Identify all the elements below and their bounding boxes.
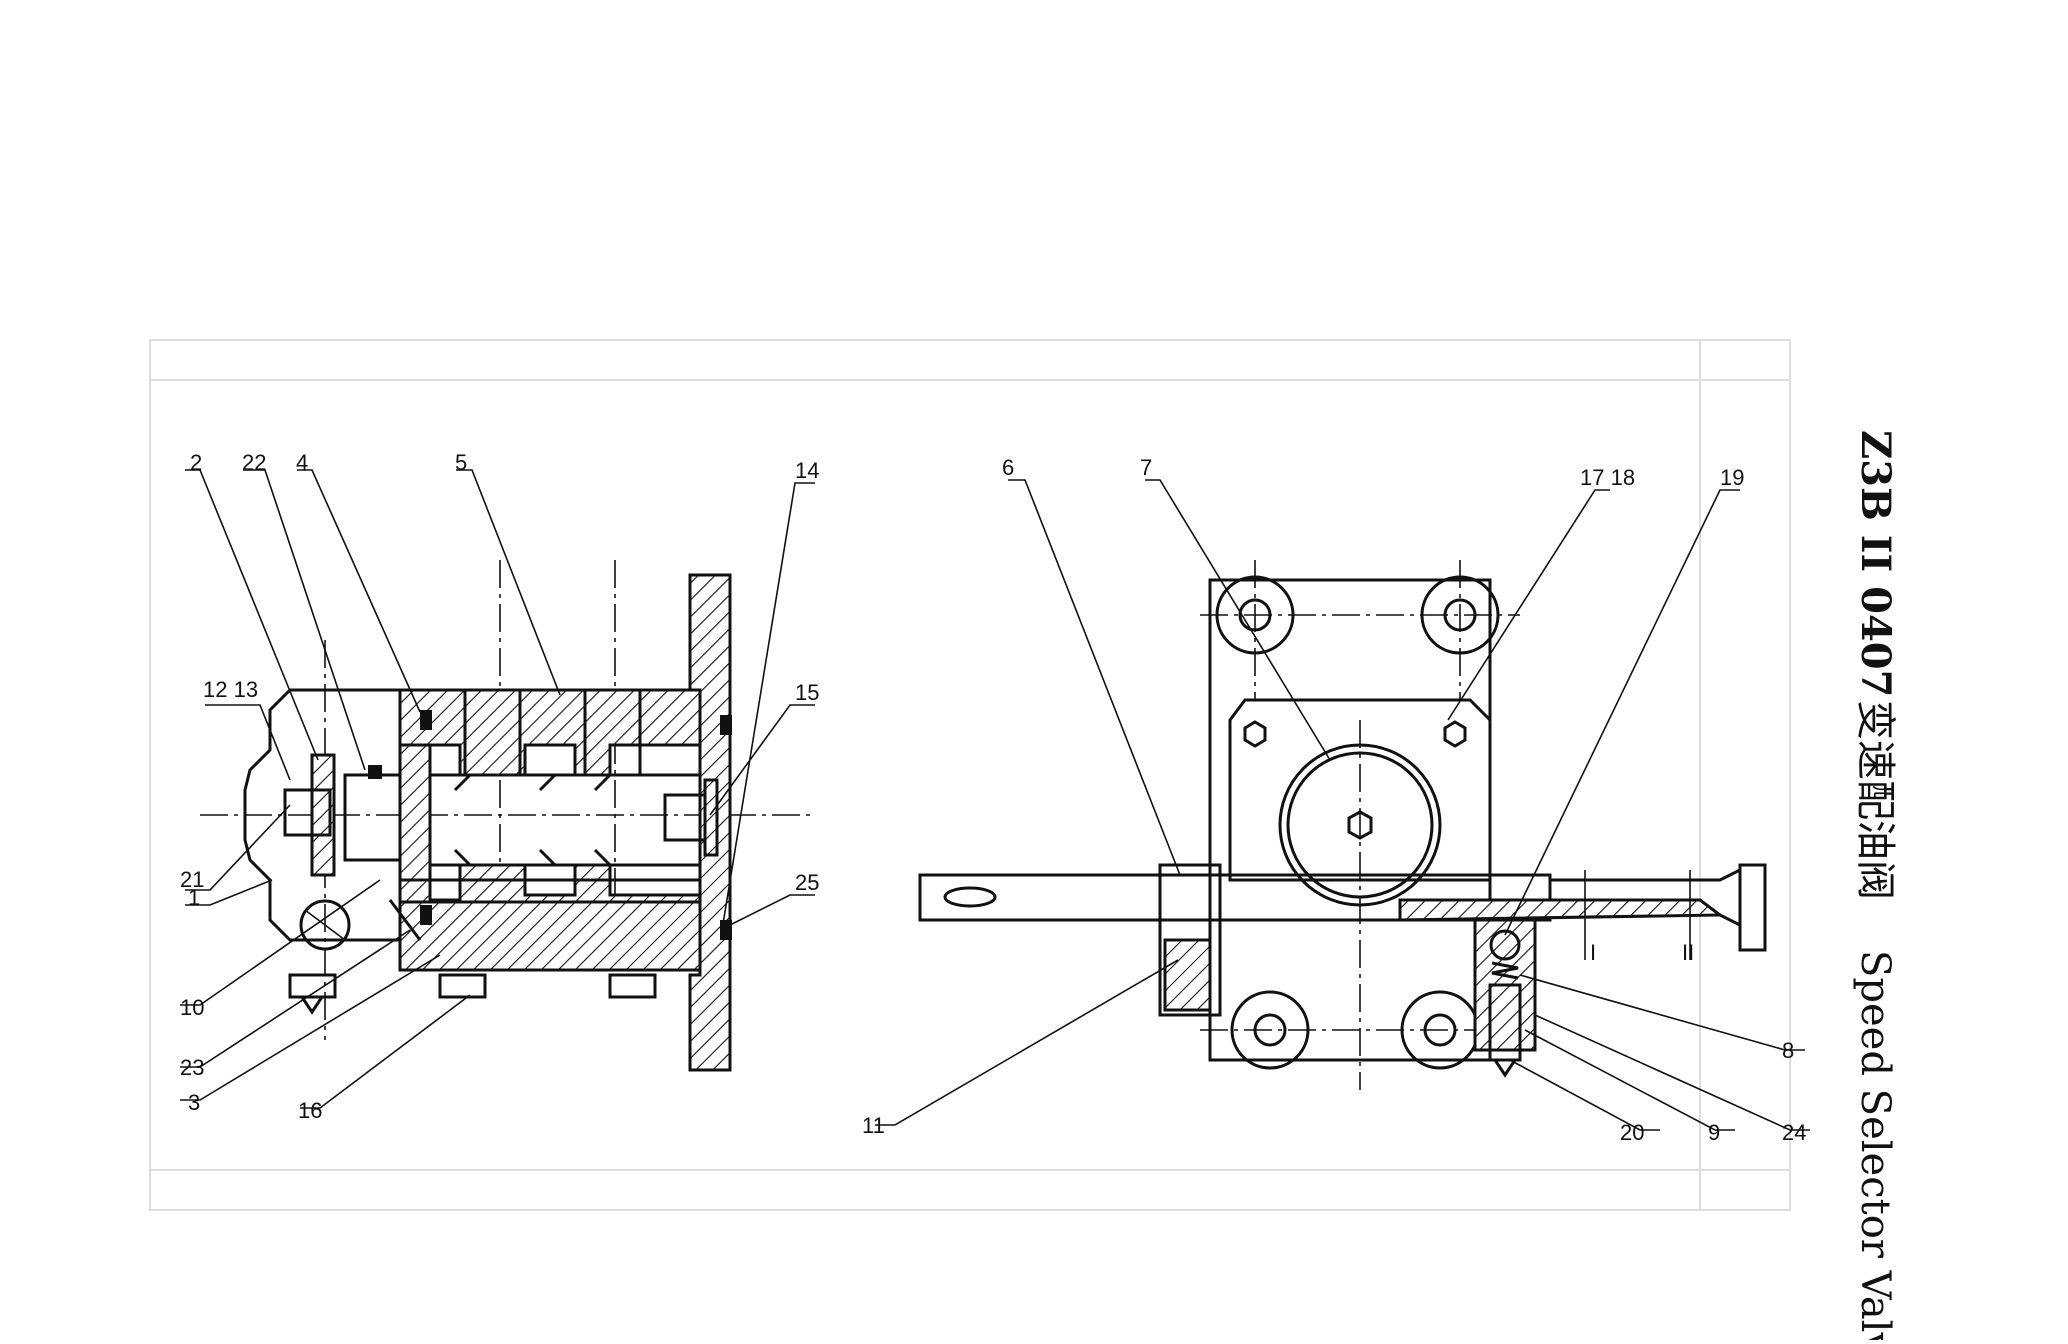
section-mark-i: I [1590,940,1596,965]
title-english: Speed Selector Valve [1852,950,1898,1340]
callout-20: 20 [1620,1120,1644,1145]
callout-10: 10 [180,995,204,1020]
callout-24: 24 [1782,1120,1806,1145]
drawing-title: Z3B II 0407 变速配油阀 Speed Selector Valve [1852,430,1899,1344]
callout-15: 15 [795,680,819,705]
right-front-view [918,560,1767,1090]
callout-1: 1 [188,885,200,910]
callout-8: 8 [1782,1038,1794,1063]
callout-17-18: 17 18 [1580,465,1635,490]
callout-labels-left: 2 22 4 5 14 12 13 15 21 1 25 10 23 3 16 [180,450,819,1123]
callout-2: 2 [190,450,202,475]
callout-5: 5 [455,450,467,475]
callout-19: 19 [1720,465,1744,490]
left-section-view [200,560,810,1072]
callout-25: 25 [795,870,819,895]
callout-6: 6 [1002,455,1014,480]
callout-7: 7 [1140,455,1152,480]
callout-14: 14 [795,458,819,483]
callout-4: 4 [296,450,308,475]
callout-22: 22 [242,450,266,475]
callout-21: 21 [180,867,204,892]
callout-11: 11 [862,1113,885,1138]
callout-labels-right: 6 7 17 18 19 8 11 20 9 24 [862,455,1806,1145]
title-code: Z3B II 0407 [1852,430,1899,697]
show-through-table [149,339,1791,1211]
section-marks: I II [1590,940,1694,965]
callout-23: 23 [180,1055,204,1080]
callout-leaders [180,469,1810,1131]
callout-12-13: 12 13 [203,677,258,702]
title-chinese: 变速配油阀 [1852,700,1898,900]
callout-16: 16 [298,1098,322,1123]
callout-9: 9 [1708,1120,1720,1145]
callout-3: 3 [188,1090,200,1115]
section-mark-ii: II [1682,940,1694,965]
